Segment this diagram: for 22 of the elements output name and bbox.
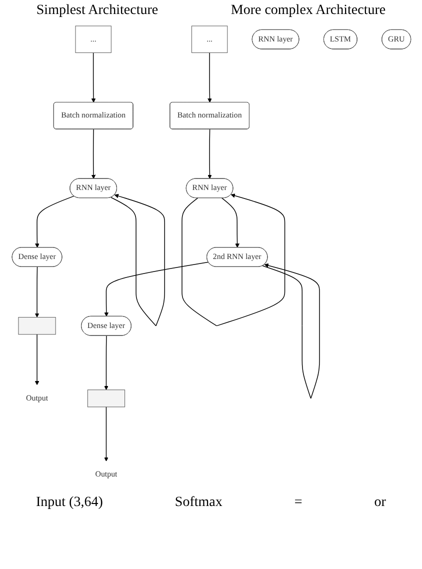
equals-sign: = <box>294 495 302 511</box>
column-heading: More complex Architecture <box>230 3 386 19</box>
arrow <box>104 335 108 390</box>
arrow <box>110 194 165 326</box>
arrow <box>182 194 286 326</box>
node-bar <box>18 317 56 335</box>
softmax-label: Softmax <box>174 495 222 511</box>
arrow <box>91 52 96 103</box>
arrow <box>104 406 108 462</box>
arrow <box>208 128 212 179</box>
arrow <box>34 334 40 386</box>
node-bar <box>87 390 126 408</box>
arrow <box>35 196 74 248</box>
or-label: or <box>374 495 386 511</box>
arrow <box>222 198 240 248</box>
arrow <box>104 262 209 317</box>
arrow <box>91 128 96 179</box>
input-label: Input (3,64) <box>36 495 103 511</box>
column-heading: Simplest Architecture <box>36 3 158 19</box>
arrow <box>34 266 40 318</box>
arrow <box>208 52 212 103</box>
arrow <box>262 263 320 399</box>
